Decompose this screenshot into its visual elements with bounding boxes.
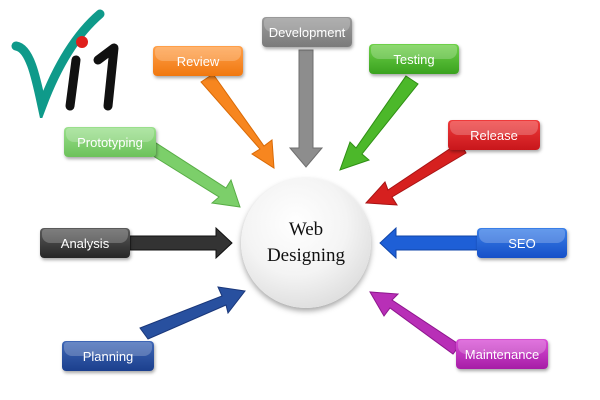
arrow-analysis [129, 226, 233, 260]
arrow-prototyping [149, 142, 241, 208]
stage-development-box: Development [262, 17, 352, 47]
stage-maintenance-box: Maintenance [456, 339, 548, 369]
arrow-release [364, 141, 467, 206]
stage-testing-box: Testing [369, 44, 459, 74]
center-label-line1: Web [288, 219, 324, 240]
vi1-logo [11, 9, 119, 118]
stage-analysis-box: Analysis [40, 228, 130, 258]
stage-planning-box: Planning [62, 341, 154, 371]
stage-prototyping-box: Prototyping [64, 127, 156, 157]
stage-review-box: Review [153, 46, 243, 76]
center-circle: Web Designing [241, 178, 371, 308]
arrow-seo [379, 226, 480, 260]
arrow-planning [139, 286, 246, 340]
arrow-review [200, 73, 275, 169]
arrow-development [288, 49, 324, 168]
arrow-maintenance [369, 291, 461, 355]
stage-release-box: Release [448, 120, 540, 150]
arrow-testing [339, 75, 419, 171]
center-label-line2: Designing [266, 245, 346, 266]
stage-seo-box: SEO [477, 228, 567, 258]
